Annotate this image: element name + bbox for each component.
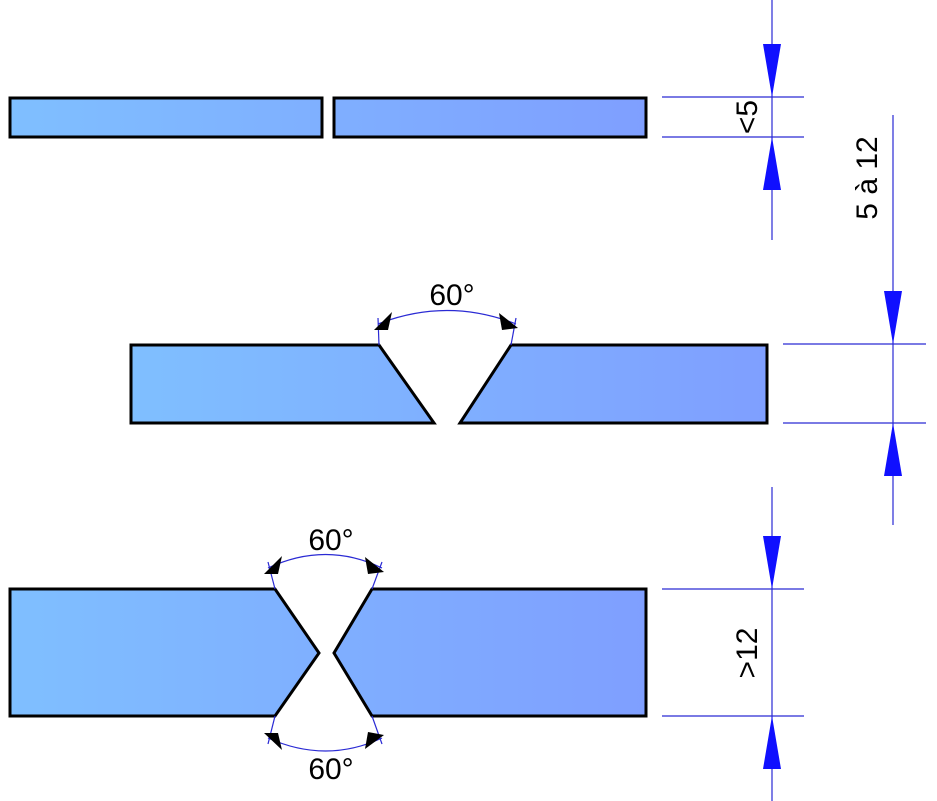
medium-thickness-label: 5 à 12 <box>851 136 884 219</box>
angle-arrow-left-icon <box>374 312 392 330</box>
arrow-down-icon <box>884 291 902 344</box>
angle-arrow-left-icon <box>264 733 282 750</box>
arrow-up-icon <box>884 423 902 476</box>
x-angle-bottom-dimension: 60° <box>264 715 384 786</box>
x-plate-left <box>8 587 321 718</box>
angle-arrow-left-icon <box>264 556 282 574</box>
double-v-joint: 60° 60° >12 <box>8 487 804 801</box>
thin-thickness-dimension: <5 <box>662 0 804 240</box>
v-angle-label: 60° <box>429 279 474 312</box>
x-plate-right <box>332 587 648 718</box>
arrow-up-icon <box>763 137 781 190</box>
x-angle-top-label: 60° <box>308 524 353 557</box>
thin-thickness-label: <5 <box>731 100 764 134</box>
angle-arrow-right-icon <box>365 557 384 574</box>
arrow-down-icon <box>763 44 781 97</box>
angle-arrow-right-icon <box>499 313 518 330</box>
x-angle-bottom-label: 60° <box>308 753 353 786</box>
v-angle-dimension: 60° <box>374 279 518 346</box>
medium-thickness-dimension: 5 à 12 <box>783 115 926 525</box>
single-v-joint: 60° 5 à 12 <box>129 115 926 525</box>
arrow-down-icon <box>763 536 781 589</box>
v-plate-right <box>457 343 769 425</box>
v-plate-left <box>129 343 437 425</box>
thick-thickness-label: >12 <box>731 628 764 679</box>
arrow-up-icon <box>763 716 781 769</box>
angle-arrow-right-icon <box>365 732 384 749</box>
square-butt-joint: <5 <box>8 0 804 240</box>
thin-plate-left <box>8 96 324 139</box>
thin-plate-right <box>332 96 648 139</box>
thick-thickness-dimension: >12 <box>662 487 804 801</box>
x-angle-top-dimension: 60° <box>264 524 384 590</box>
